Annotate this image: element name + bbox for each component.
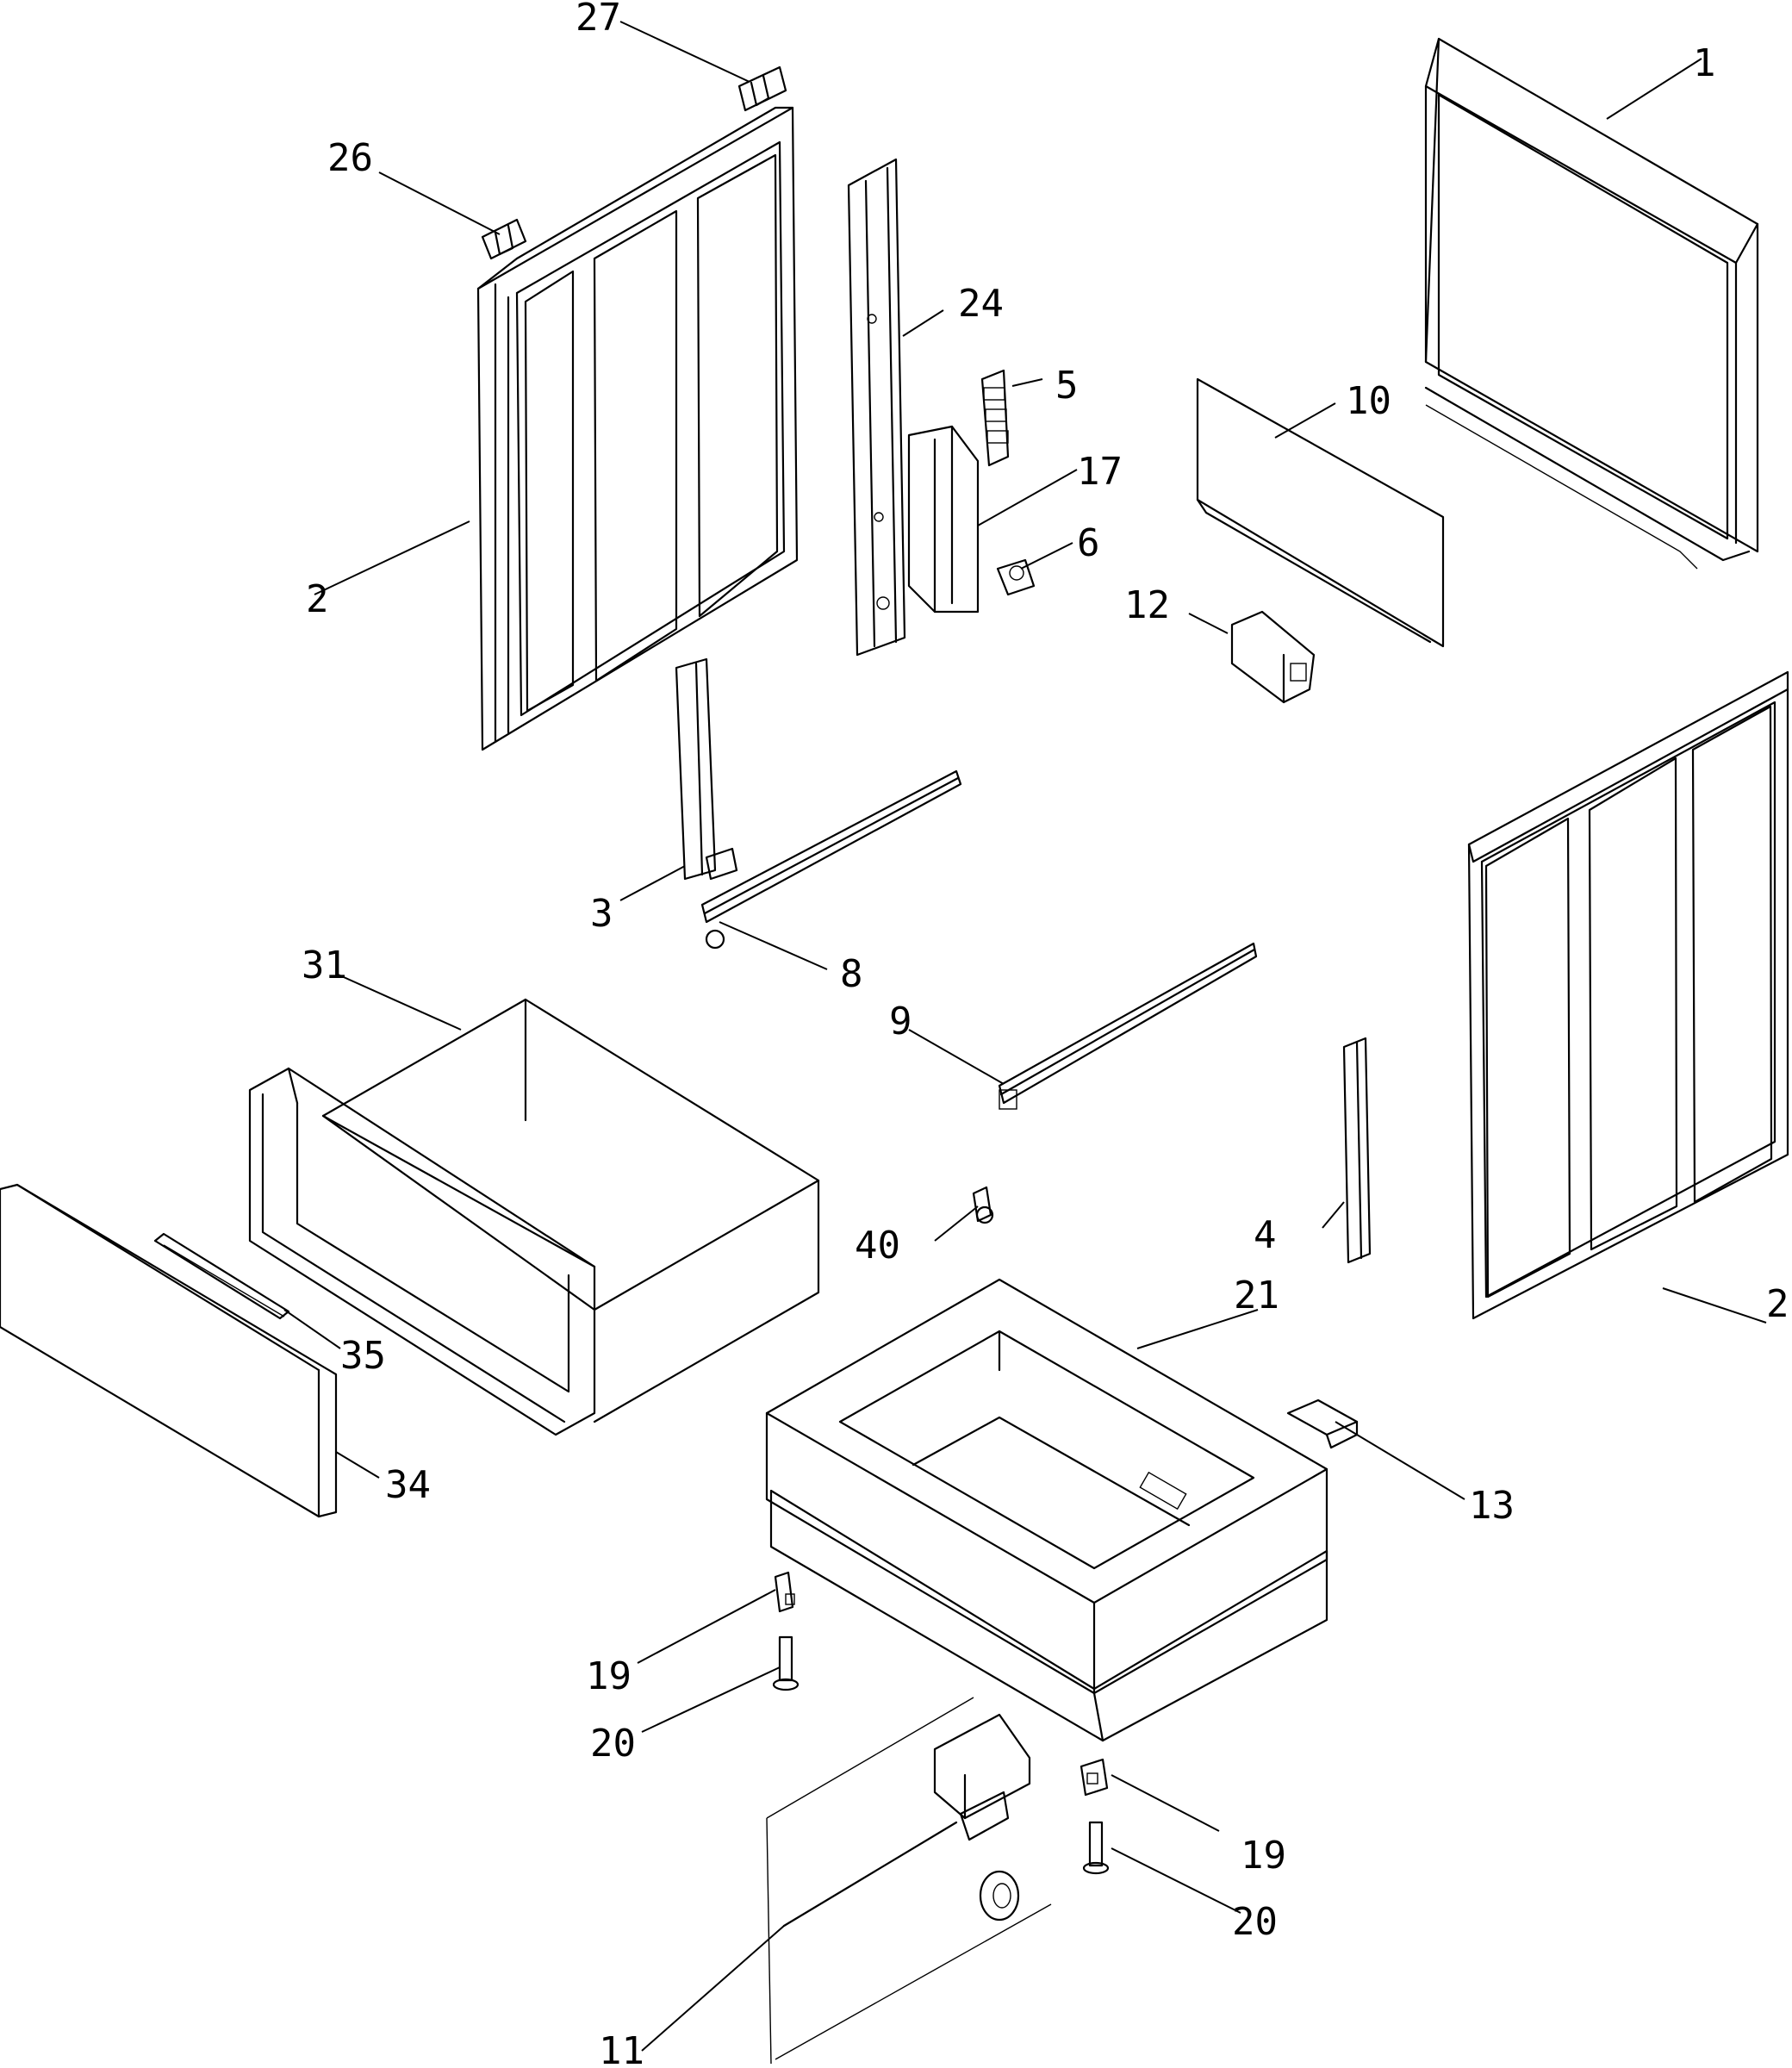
callout-12: 12 [1124,583,1170,627]
leader-lines [283,21,1767,2052]
part-27-clip [737,65,787,112]
callout-27: 27 [576,0,621,40]
callout-6: 6 [1077,521,1100,565]
part-19-left-caster-bracket [774,1571,795,1613]
part-10-panel [1196,377,1445,648]
callout-2-right: 2 [1766,1282,1789,1326]
callout-2-left: 2 [306,577,329,621]
callout-10: 10 [1346,379,1391,423]
part-13-bracket [1286,1398,1359,1449]
callout-13: 13 [1469,1484,1515,1528]
part-17-bracket [907,425,980,614]
part-26-clip [481,218,527,260]
callout-11: 11 [599,2029,644,2068]
part-4-bracket [1342,1037,1372,1264]
part-2-right-side-panel [1467,670,1789,1320]
callout-20-left: 20 [590,1722,636,1766]
part-2-left-side-panel [476,106,799,751]
part-11-lock-assembly [766,1697,1052,2065]
part-35-handle [153,1232,290,1320]
callout-labels: 1 10 12 5 17 6 24 27 26 2 3 8 9 31 40 4 … [302,0,1789,2068]
callout-26: 26 [327,136,373,180]
part-9-slide-rail [998,942,1258,1110]
part-3-bracket [675,657,738,881]
part-19-right-caster-bracket [1080,1758,1109,1797]
part-20-left-leveling-leg [772,1635,800,1691]
part-8-slide-rail [700,769,962,950]
callout-24: 24 [958,282,1004,326]
part-6-switch [996,558,1036,596]
callout-34: 34 [385,1463,431,1507]
part-21-base-frame [765,1278,1328,1742]
callout-8: 8 [840,952,863,996]
callout-21: 21 [1234,1274,1279,1317]
part-20-right-leveling-leg [1082,1821,1110,1875]
part-34-drawer-front [0,1183,338,1518]
callout-5: 5 [1055,364,1079,408]
callout-4: 4 [1254,1213,1277,1257]
callout-9: 9 [889,1000,912,1043]
part-31-drawer [248,998,820,1436]
callout-40: 40 [855,1224,900,1268]
part-24-vertical-rail [847,158,906,657]
callout-19-right: 19 [1241,1834,1286,1878]
callout-19-left: 19 [586,1654,632,1698]
callout-35: 35 [340,1334,386,1378]
callout-1: 1 [1693,41,1716,85]
part-40-clip [972,1186,994,1224]
part-12-bracket [1230,610,1316,704]
callout-31: 31 [302,944,347,987]
part-5-terminal-block [980,369,1010,467]
callout-17: 17 [1077,450,1123,494]
callout-20-right: 20 [1232,1900,1278,1944]
callout-3: 3 [590,892,613,936]
part-1-back-panel [1424,37,1759,570]
